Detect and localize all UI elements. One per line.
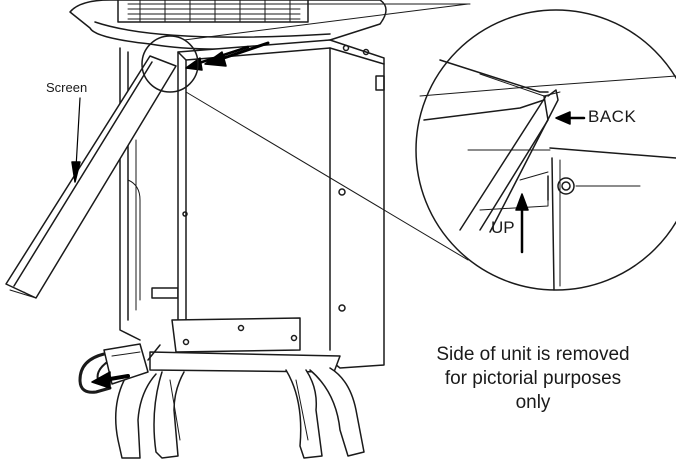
note-line-3: only [515,392,551,413]
back-label: BACK [588,107,637,126]
stove-legs [115,367,365,459]
screen-pointer-arrow [71,97,81,183]
screen-panel [5,55,177,299]
note-line-2: for pictorial purposes [444,368,622,389]
stove-pedestal [147,317,341,373]
magnify-leader-lines [183,3,469,261]
up-label: UP [491,218,515,237]
screen-label: Screen [46,80,88,95]
note-text: Side of unit is removed for pictorial pu… [400,343,666,415]
stove-top [69,0,471,50]
note-line-1: Side of unit is removed [436,344,630,365]
up-arrow [515,193,529,254]
back-arrow [555,111,586,125]
magnified-detail [415,9,676,291]
detail-highlight-circle [141,35,199,93]
